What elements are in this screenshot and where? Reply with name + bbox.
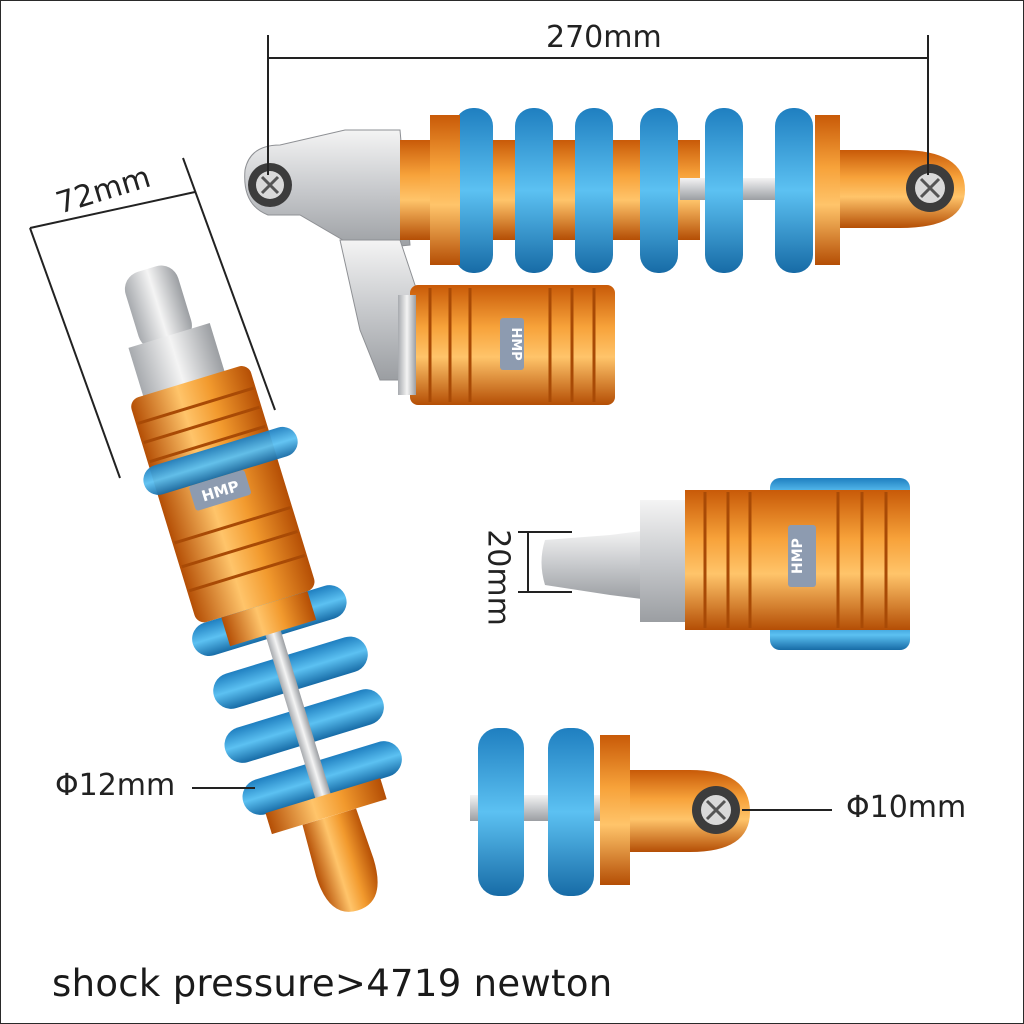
closeup-badge-text: HMP: [790, 538, 806, 574]
closeup-reservoir: HMP: [541, 478, 910, 650]
top-badge-text: HMP: [508, 327, 523, 360]
left-bottom-mount: [302, 808, 378, 912]
dimension-label-rod-diameter: Φ12mm: [55, 768, 176, 803]
closeup-badge: [788, 525, 816, 587]
left-top-mount: [124, 265, 192, 350]
left-rod: [264, 625, 332, 803]
caption-text: shock pressure>4719 newton: [52, 962, 613, 1005]
dimension-label-eye-diameter: Φ10mm: [846, 790, 967, 825]
dimension-label-gap: 20mm: [480, 529, 516, 626]
top-badge: [500, 318, 524, 370]
dim-72-line: [29, 191, 196, 229]
top-spring: [455, 108, 813, 273]
top-shock: HMP: [244, 108, 965, 405]
top-bracket: [244, 129, 411, 251]
dimension-label-length: 270mm: [546, 20, 662, 55]
left-shock: HMP: [124, 265, 402, 912]
closeup-mount: [541, 530, 650, 600]
left-badge: [189, 470, 251, 511]
closeup-eye: [470, 728, 750, 896]
dimension-lines: [29, 35, 929, 811]
